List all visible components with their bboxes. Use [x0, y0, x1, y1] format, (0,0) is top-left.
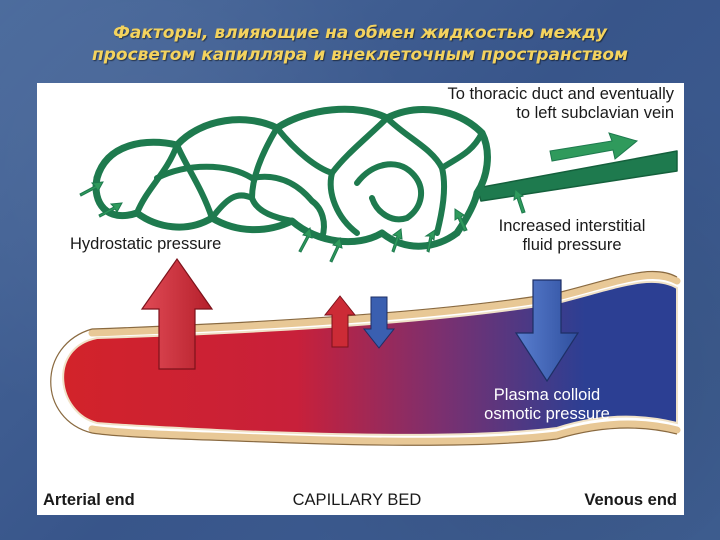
capillary-wall-outline: [50, 270, 678, 446]
venous-end-label: Venous end: [584, 491, 677, 509]
thoracic-duct-label-line1: To thoracic duct and eventually: [447, 85, 674, 103]
small-hydrostatic-arrow: [323, 295, 357, 348]
thoracic-duct-label-line2: to left subclavian vein: [516, 104, 674, 122]
capillary-bed-label: CAPILLARY BED: [292, 491, 422, 509]
slide-title: Факторы, влияющие на обмен жидкостью меж…: [0, 22, 720, 66]
thoracic-duct-label: To thoracic duct and eventually to left …: [342, 85, 674, 123]
plasma-osmotic-label: Plasma colloid osmotic pressure: [447, 386, 647, 424]
plasma-label-line1: Plasma colloid: [493, 386, 601, 404]
interstitial-label-line2: fluid pressure: [522, 236, 622, 254]
lymph-trunk: [476, 150, 678, 202]
capillary-wall: [88, 271, 681, 445]
hydrostatic-arrow: [140, 257, 214, 370]
osmotic-arrow: [514, 279, 580, 383]
small-osmotic-arrow: [362, 296, 396, 349]
arterial-end-label: Arterial end: [43, 491, 135, 509]
lymphatic-network: [92, 105, 678, 250]
capillary-exchange-diagram: To thoracic duct and eventually to left …: [37, 83, 684, 515]
diagram-graphics: [50, 105, 681, 446]
interstitial-label-line1: Increased interstitial: [498, 217, 646, 235]
fluid-entry-arrows: [79, 181, 526, 263]
interstitial-pressure-label: Increased interstitial fluid pressure: [467, 217, 677, 255]
capillary-tube: [62, 280, 678, 436]
slide-title-line2: просветом капилляра и внеклеточным прост…: [91, 45, 629, 65]
thoracic-duct-arrow: [549, 132, 639, 162]
plasma-label-line2: osmotic pressure: [484, 405, 610, 423]
hydrostatic-pressure-label: Hydrostatic pressure: [70, 235, 222, 253]
slide-title-line1: Факторы, влияющие на обмен жидкостью меж…: [113, 23, 607, 43]
